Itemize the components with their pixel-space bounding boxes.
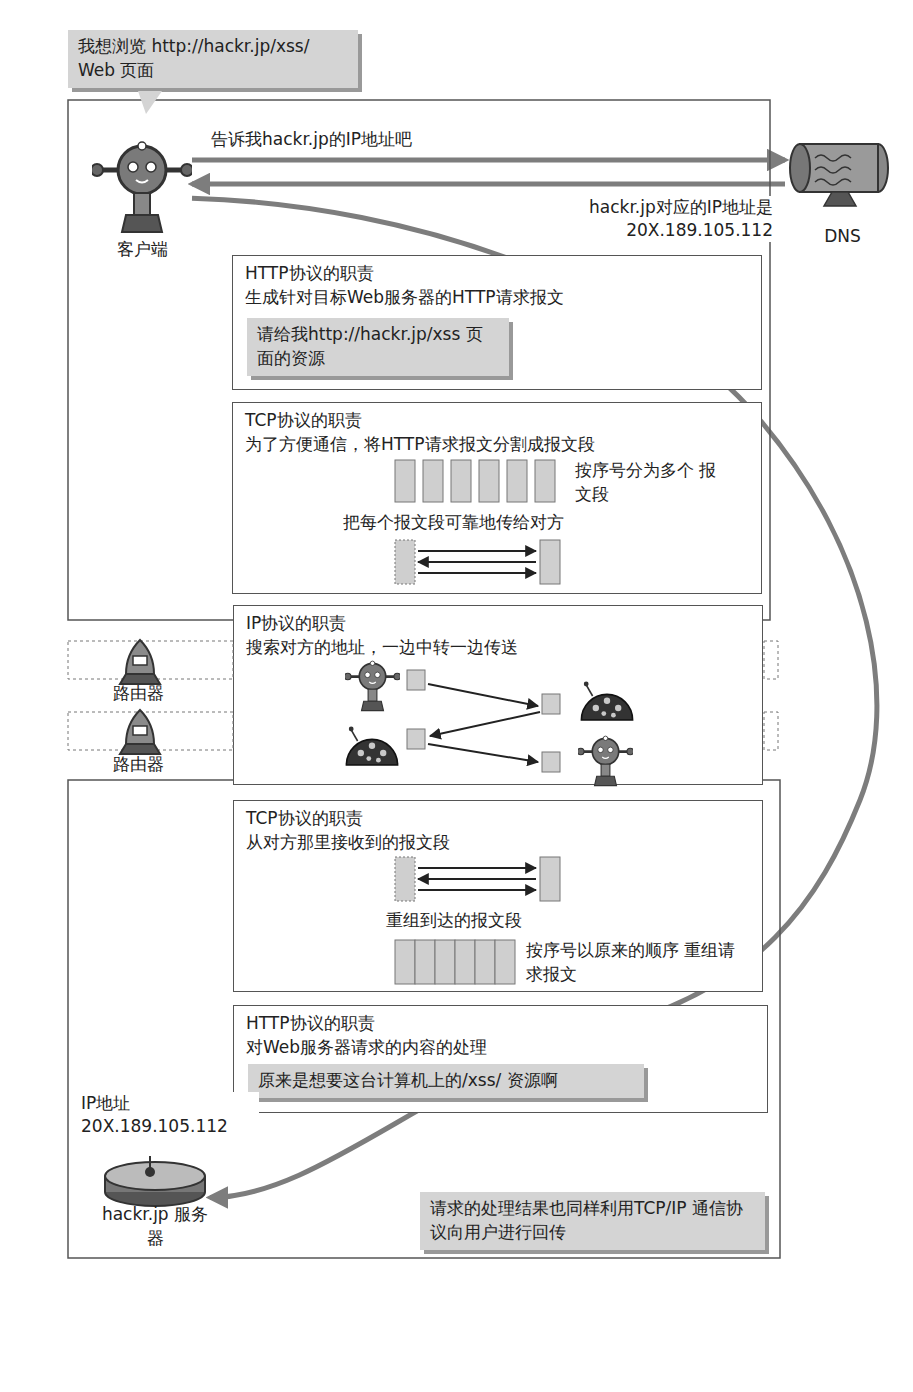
flow-arrow [192,182,785,187]
box-heading: HTTP协议的职责 [246,1012,755,1036]
box-text: 生成针对目标Web服务器的HTTP请求报文 [245,286,749,310]
box-text: hackr.jp 服务器 [100,1203,210,1251]
box-text: 路由器 [68,682,208,706]
box-text: 请求的处理结果也同样利用TCP/IP 通信协议向用户进行回传 [430,1197,755,1245]
message-box: 原来是想要这台计算机上的/xss/ 资源啊 [248,1064,644,1098]
router-icons [120,640,160,754]
box-text: 客户端 [92,238,192,262]
box-text: 我想浏览 http://hackr.jp/xss/ Web 页面 [78,35,348,83]
speech-bubble: 我想浏览 http://hackr.jp/xss/ Web 页面 [68,30,358,88]
box-text: 搜索对方的地址，一边中转一边传送 [246,636,750,660]
ip-relay [344,661,633,786]
router-bands [68,641,778,750]
edge-label: hackr.jp对应的IP地址是 20X.189.105.112 [520,196,776,242]
box-text: 按序号以原来的顺序 重组请求报文 [526,939,746,987]
client-robot [91,142,193,232]
box-text: 按序号分为多个 报文段 [575,459,725,507]
box-text: DNS [785,225,900,249]
box-text: 路由器 [68,753,208,777]
segment-blocks [395,460,560,984]
address-label: IP地址 20X.189.105.112 [78,1092,259,1138]
box-text: 重组到达的报文段 [386,909,626,933]
transfer-arrows [418,551,536,890]
box-text: 为了方便通信，将HTTP请求报文分割成报文段 [245,433,749,457]
protocol-box: HTTP协议的职责对Web服务器请求的内容的处理原来是想要这台计算机上的/xss… [233,1005,768,1113]
box-text: 原来是想要这台计算机上的/xss/ 资源啊 [258,1069,634,1093]
box-heading: TCP协议的职责 [246,807,750,831]
server-disc [105,1156,205,1206]
box-heading: HTTP协议的职责 [245,262,749,286]
box-text: 从对方那里接收到的报文段 [246,831,750,855]
box-heading: IP协议的职责 [246,612,750,636]
dns-cylinder [790,144,888,206]
box-text: 把每个报文段可靠地传给对方 [343,511,663,535]
protocol-box: HTTP协议的职责生成针对目标Web服务器的HTTP请求报文请给我http://… [232,255,762,390]
server-frame [68,780,780,1258]
box-text: 对Web服务器请求的内容的处理 [246,1036,755,1060]
box-heading: TCP协议的职责 [245,409,749,433]
box-text: 请给我http://hackr.jp/xss 页面的资源 [257,323,499,371]
client-frame [68,100,770,620]
flow-arrow [192,158,785,163]
message-box: 请给我http://hackr.jp/xss 页面的资源 [247,318,509,376]
protocol-box: IP协议的职责搜索对方的地址，一边中转一边传送 [233,605,763,785]
edge-label: 告诉我hackr.jp的IP地址吧 [208,128,504,151]
flow-arrow [192,198,877,1197]
note-box: 请求的处理结果也同样利用TCP/IP 通信协议向用户进行回传 [420,1192,765,1250]
